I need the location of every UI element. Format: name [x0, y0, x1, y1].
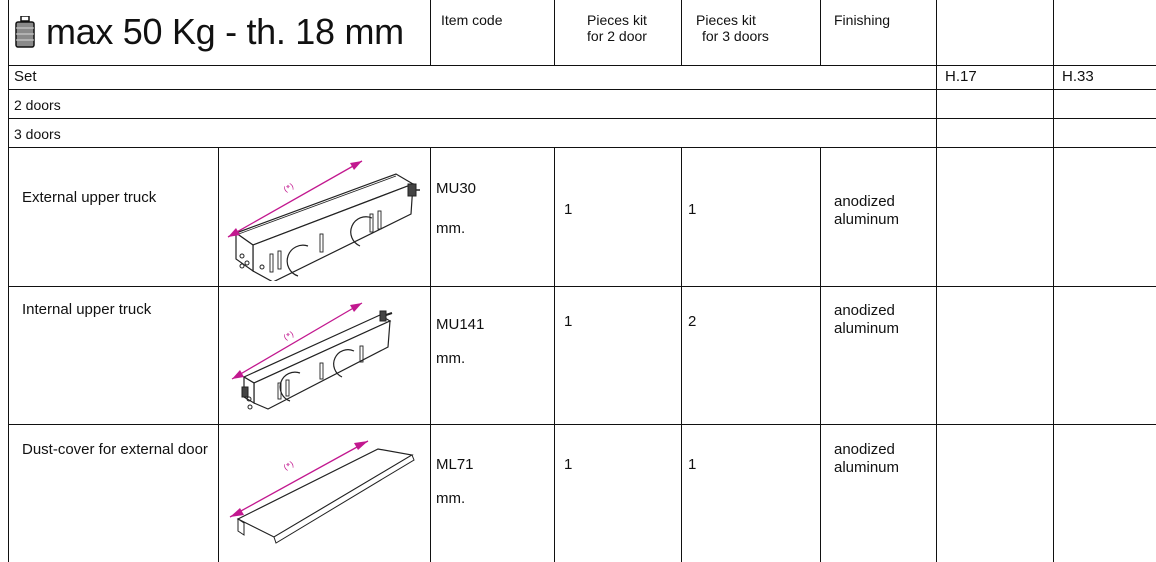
finishing: anodized aluminum [834, 193, 899, 229]
item-name: External upper truck [22, 189, 157, 206]
finishing: anodized aluminum [834, 441, 899, 477]
dust-cover-drawing: (*) [229, 440, 415, 544]
dimension-label: (*) [282, 182, 295, 195]
row-set-label: Set [14, 68, 37, 85]
weight-icon [15, 16, 35, 48]
grid-line [820, 0, 821, 66]
item-unit: mm. [436, 350, 466, 367]
grid-line [1053, 0, 1054, 562]
col-pieces-3: Pieces kit for 3 doors [696, 12, 769, 44]
pieces-3: 1 [688, 201, 697, 218]
finishing-line2: aluminum [834, 320, 900, 337]
grid-line [8, 286, 1156, 287]
grid-line [8, 89, 1156, 90]
grid-line [681, 147, 682, 562]
grid-line [820, 147, 821, 562]
grid-line [430, 0, 431, 66]
finishing-line1: anodized [834, 193, 895, 210]
page-title: max 50 Kg - th. 18 mm [14, 12, 404, 52]
row-two-doors: 2 doors [14, 97, 61, 113]
item-code: MU30 [436, 180, 477, 197]
item-code: ML71 [436, 456, 474, 473]
grid-line [8, 0, 9, 562]
col-pieces-3-line2: for 3 doors [702, 28, 769, 44]
item-name: Internal upper truck [22, 301, 152, 318]
row-three-doors: 3 doors [14, 126, 61, 142]
grid-line [8, 118, 1156, 119]
finishing-line2: aluminum [834, 211, 900, 228]
item-unit: mm. [436, 220, 466, 237]
dimension-label: (*) [282, 460, 295, 473]
col-item-code: Item code [441, 12, 503, 28]
grid-line [936, 0, 937, 562]
item-code: MU141 [436, 316, 485, 333]
grid-line [8, 65, 1156, 66]
pieces-2: 1 [564, 201, 573, 218]
item-unit: mm. [436, 490, 466, 507]
grid-line [554, 147, 555, 562]
grid-line [681, 0, 682, 66]
grid-line [554, 0, 555, 66]
col-pieces-2: Pieces kit for 2 door [556, 12, 678, 44]
col-h33: H.33 [1062, 68, 1094, 85]
pieces-3: 2 [688, 313, 697, 330]
finishing-line1: anodized [834, 441, 895, 458]
item-name: Dust-cover for external door [22, 441, 208, 458]
finishing-line2: aluminum [834, 459, 900, 476]
grid-line [430, 147, 431, 562]
pieces-2: 1 [564, 456, 573, 473]
col-pieces-3-line1: Pieces kit [696, 12, 756, 28]
col-h17: H.17 [945, 68, 977, 85]
finishing: anodized aluminum [834, 302, 899, 338]
external-upper-truck-drawing: (*) [227, 160, 420, 281]
pieces-3: 1 [688, 456, 697, 473]
col-finishing: Finishing [834, 12, 891, 28]
grid-line [8, 424, 1156, 425]
pieces-2: 1 [564, 313, 573, 330]
finishing-line1: anodized [834, 302, 895, 319]
col-pieces-2-line1: Pieces kit [587, 12, 647, 28]
grid-line [8, 147, 1156, 148]
col-pieces-2-line2: for 2 door [587, 28, 647, 44]
internal-upper-truck-drawing: (*) [231, 302, 393, 410]
grid-line [218, 147, 219, 562]
dimension-label: (*) [282, 330, 295, 343]
title-text: max 50 Kg - th. 18 mm [46, 11, 404, 52]
